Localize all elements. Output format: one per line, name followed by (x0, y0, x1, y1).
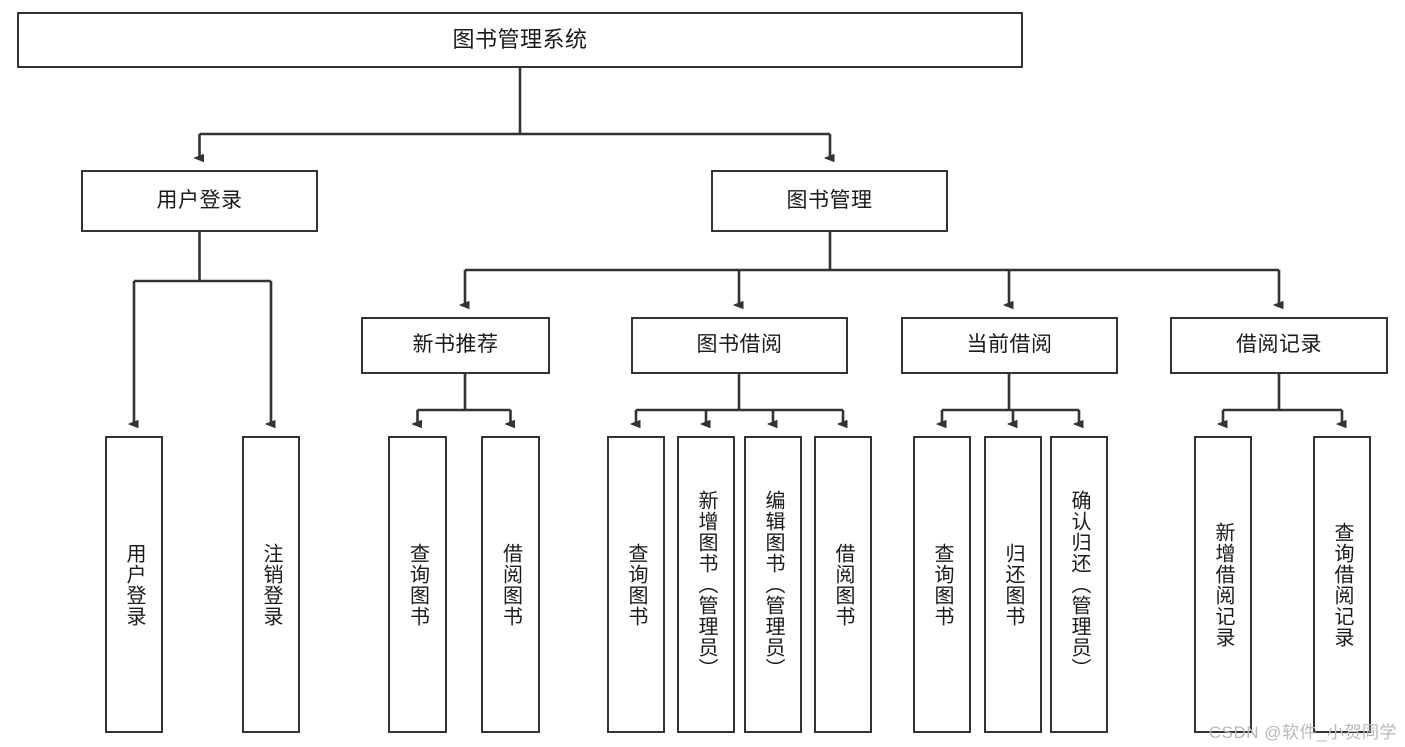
node-leaf-edit-book-admin[interactable]: 编辑图书（管理员） (744, 436, 802, 733)
node-label: 编辑图书（管理员） (762, 490, 784, 679)
node-borrowing-records[interactable]: 借阅记录 (1170, 317, 1388, 374)
node-root-book-management-system[interactable]: 图书管理系统 (17, 12, 1023, 68)
node-label: 图书借阅 (696, 333, 783, 357)
node-label: 查询图书 (931, 542, 953, 627)
node-label: 注销登录 (260, 542, 282, 627)
node-label: 查询借阅记录 (1331, 521, 1353, 648)
node-book-borrowing[interactable]: 图书借阅 (631, 317, 848, 374)
node-label: 查询图书 (625, 542, 647, 627)
node-label: 借阅图书 (499, 542, 522, 627)
node-label: 确认归还（管理员） (1068, 490, 1090, 679)
node-leaf-confirm-return-admin[interactable]: 确认归还（管理员） (1050, 436, 1108, 733)
node-label: 借阅图书 (832, 542, 854, 627)
node-leaf-return-book[interactable]: 归还图书 (984, 436, 1042, 733)
node-leaf-user-login[interactable]: 用户登录 (105, 436, 163, 733)
node-label: 借阅记录 (1236, 333, 1322, 357)
node-label: 新书推荐 (412, 333, 499, 357)
node-label: 图书管理系统 (452, 26, 588, 52)
node-leaf-borrow-book-new[interactable]: 借阅图书 (481, 436, 540, 733)
node-label: 归还图书 (1002, 542, 1024, 627)
node-user-login[interactable]: 用户登录 (81, 170, 318, 232)
node-label: 新增图书（管理员） (695, 490, 717, 679)
node-new-book-recommendation[interactable]: 新书推荐 (361, 317, 550, 374)
node-leaf-query-book-new[interactable]: 查询图书 (388, 436, 447, 733)
node-label: 新增借阅记录 (1212, 521, 1234, 648)
node-label: 查询图书 (406, 542, 429, 627)
node-label: 用户登录 (156, 188, 243, 212)
node-leaf-add-borrow-record[interactable]: 新增借阅记录 (1194, 436, 1252, 733)
node-leaf-borrow-book[interactable]: 借阅图书 (814, 436, 872, 733)
node-label: 图书管理 (786, 188, 873, 212)
node-leaf-query-book-current[interactable]: 查询图书 (913, 436, 971, 733)
node-leaf-add-book-admin[interactable]: 新增图书（管理员） (677, 436, 735, 733)
node-leaf-logout[interactable]: 注销登录 (242, 436, 300, 733)
node-leaf-query-book-borrow[interactable]: 查询图书 (607, 436, 665, 733)
node-label: 当前借阅 (966, 333, 1053, 357)
node-book-management[interactable]: 图书管理 (711, 170, 948, 232)
node-leaf-query-borrow-record[interactable]: 查询借阅记录 (1313, 436, 1371, 733)
node-current-borrowing[interactable]: 当前借阅 (901, 317, 1118, 374)
node-label: 用户登录 (123, 542, 145, 627)
